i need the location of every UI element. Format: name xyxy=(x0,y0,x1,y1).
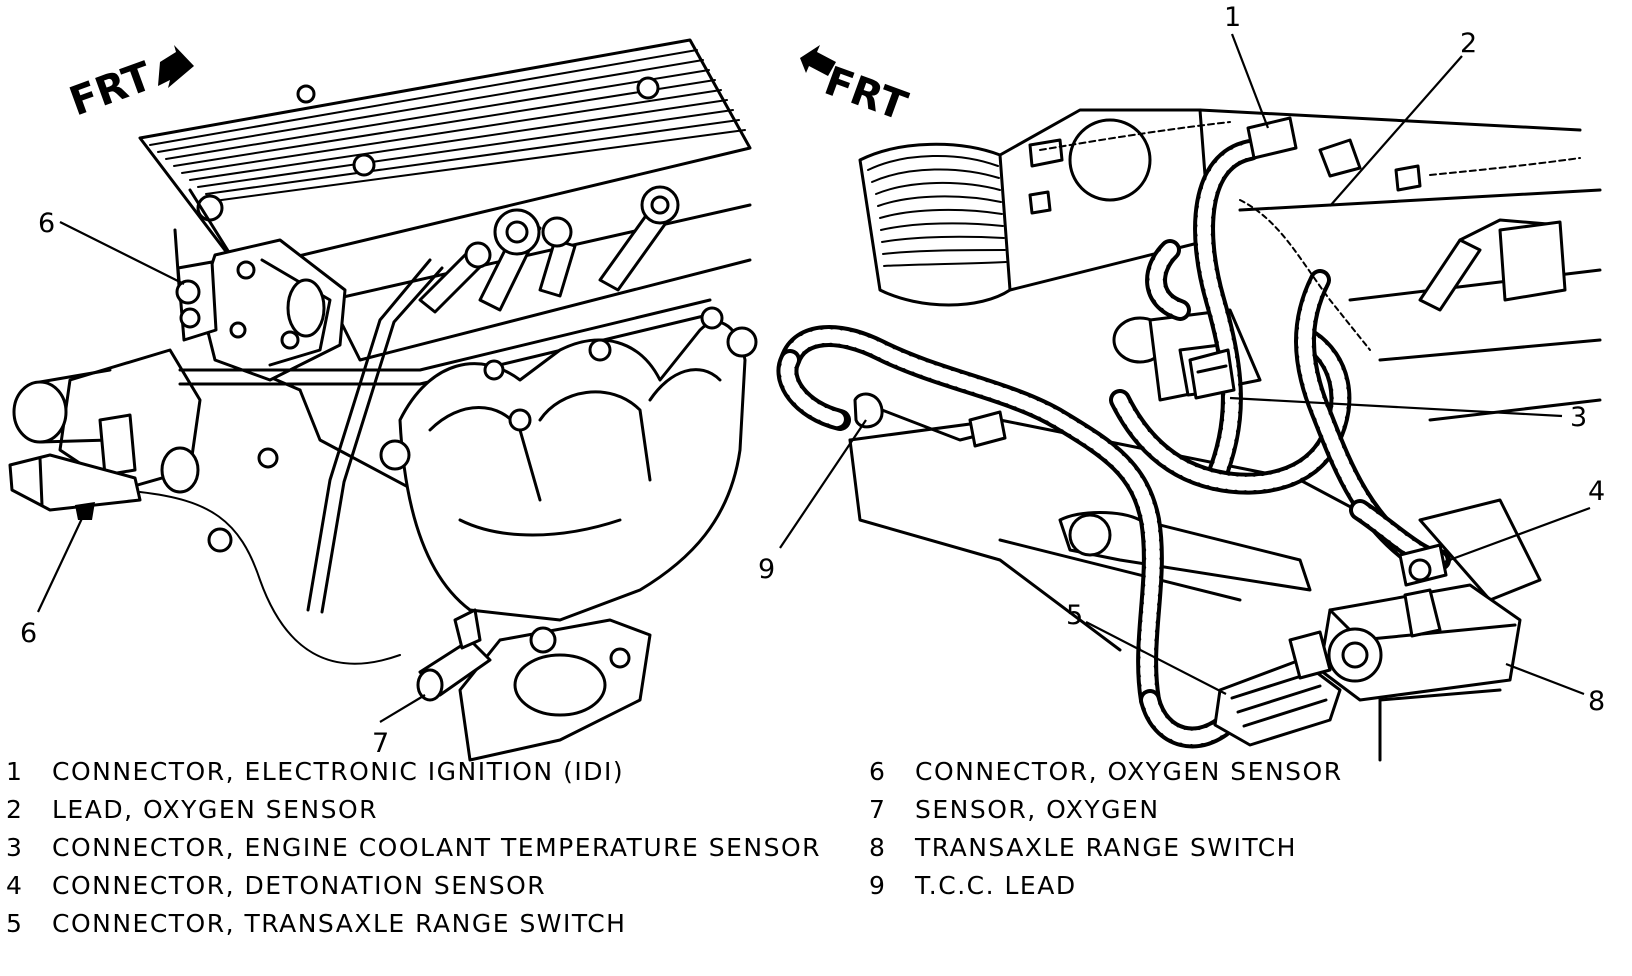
legend-item-text: TRANSAXLE RANGE SWITCH xyxy=(915,833,1297,862)
legend-item-text: CONNECTOR, TRANSAXLE RANGE SWITCH xyxy=(52,909,627,938)
legend-item-number: 4 xyxy=(6,871,24,900)
legend-item: 9 T.C.C. LEAD xyxy=(869,867,1343,905)
front-arrow-left-icon xyxy=(158,45,194,88)
exhaust-flange xyxy=(458,618,652,762)
legend-item-number: 7 xyxy=(869,795,887,824)
oxygen-sensor-connector-upper xyxy=(175,260,218,342)
legend-item-text: CONNECTOR, DETONATION SENSOR xyxy=(52,871,547,900)
callout-5: 5 xyxy=(1066,600,1083,631)
legend-item-number: 5 xyxy=(6,909,24,938)
leader-4 xyxy=(1443,506,1591,564)
callout-1: 1 xyxy=(1224,2,1241,33)
legend-item-number: 6 xyxy=(869,757,887,786)
legend-item: 8 TRANSAXLE RANGE SWITCH xyxy=(869,829,1343,867)
frt-label-left: FRT xyxy=(64,53,159,125)
legend-item-text: SENSOR, OXYGEN xyxy=(915,795,1160,824)
leader-8 xyxy=(1505,662,1585,696)
front-arrow-left: FRT xyxy=(64,45,194,125)
valve-cover xyxy=(138,38,752,272)
callout-7: 7 xyxy=(372,728,389,759)
leader-7 xyxy=(379,694,426,723)
leader-1 xyxy=(1230,33,1270,129)
legend-item: 5 CONNECTOR, TRANSAXLE RANGE SWITCH xyxy=(6,905,821,943)
leader-2 xyxy=(1329,55,1463,207)
legend-item-text: CONNECTOR, OXYGEN SENSOR xyxy=(915,757,1343,786)
oxygen-sensor-connector-lower xyxy=(8,453,142,520)
callout-6-upper: 6 xyxy=(38,208,55,239)
front-arrow-right: FRT xyxy=(800,45,914,130)
leader-3 xyxy=(1229,396,1563,418)
legend-item-text: T.C.C. LEAD xyxy=(915,871,1077,900)
legend-item-text: LEAD, OXYGEN SENSOR xyxy=(52,795,379,824)
legend-item-number: 1 xyxy=(6,757,24,786)
frt-label-right: FRT xyxy=(819,58,914,130)
callout-2: 2 xyxy=(1460,28,1477,59)
legend-right: 6 CONNECTOR, OXYGEN SENSOR 7 SENSOR, OXYGE… xyxy=(869,753,1343,905)
legend-item: 4 CONNECTOR, DETONATION SENSOR xyxy=(6,867,821,905)
callout-4: 4 xyxy=(1588,476,1605,507)
water-outlet xyxy=(12,348,202,494)
leader-9 xyxy=(779,419,867,549)
left-engine-view: FRT xyxy=(8,38,758,762)
legend-item: 3 CONNECTOR, ENGINE COOLANT TEMPERATURE S… xyxy=(6,829,821,867)
callout-6-lower: 6 xyxy=(20,618,37,649)
exhaust-manifold xyxy=(207,306,758,622)
legend-item: 7 SENSOR, OXYGEN xyxy=(869,791,1343,829)
legend-item: 2 LEAD, OXYGEN SENSOR xyxy=(6,791,821,829)
front-arrow-right-icon xyxy=(800,45,836,76)
ignition-module xyxy=(198,238,347,382)
legend-item-number: 3 xyxy=(6,833,24,862)
legend-item-text: CONNECTOR, ELECTRONIC IGNITION (IDI) xyxy=(52,757,625,786)
leader-6-upper xyxy=(59,221,185,285)
legend-item: 6 CONNECTOR, OXYGEN SENSOR xyxy=(869,753,1343,791)
range-switch-connector xyxy=(1213,630,1342,747)
legend-item-text: CONNECTOR, ENGINE COOLANT TEMPERATURE SE… xyxy=(52,833,822,862)
leader-5 xyxy=(1085,621,1227,695)
spark-plug-wires xyxy=(418,185,680,314)
callout-8: 8 xyxy=(1588,686,1605,717)
legend-item: 1 CONNECTOR, ELECTRONIC IGNITION (IDI) xyxy=(6,753,821,791)
leader-6-lower xyxy=(37,511,86,613)
legend-item-number: 2 xyxy=(6,795,24,824)
oxygen-sensor xyxy=(416,608,492,702)
legend-item-number: 9 xyxy=(869,871,887,900)
air-intake xyxy=(858,108,1212,307)
legend-item-number: 8 xyxy=(869,833,887,862)
transaxle-range-switch xyxy=(1318,583,1522,702)
right-engine-view: FRT xyxy=(758,2,1605,762)
callout-3: 3 xyxy=(1570,402,1587,433)
callout-9: 9 xyxy=(758,554,775,585)
